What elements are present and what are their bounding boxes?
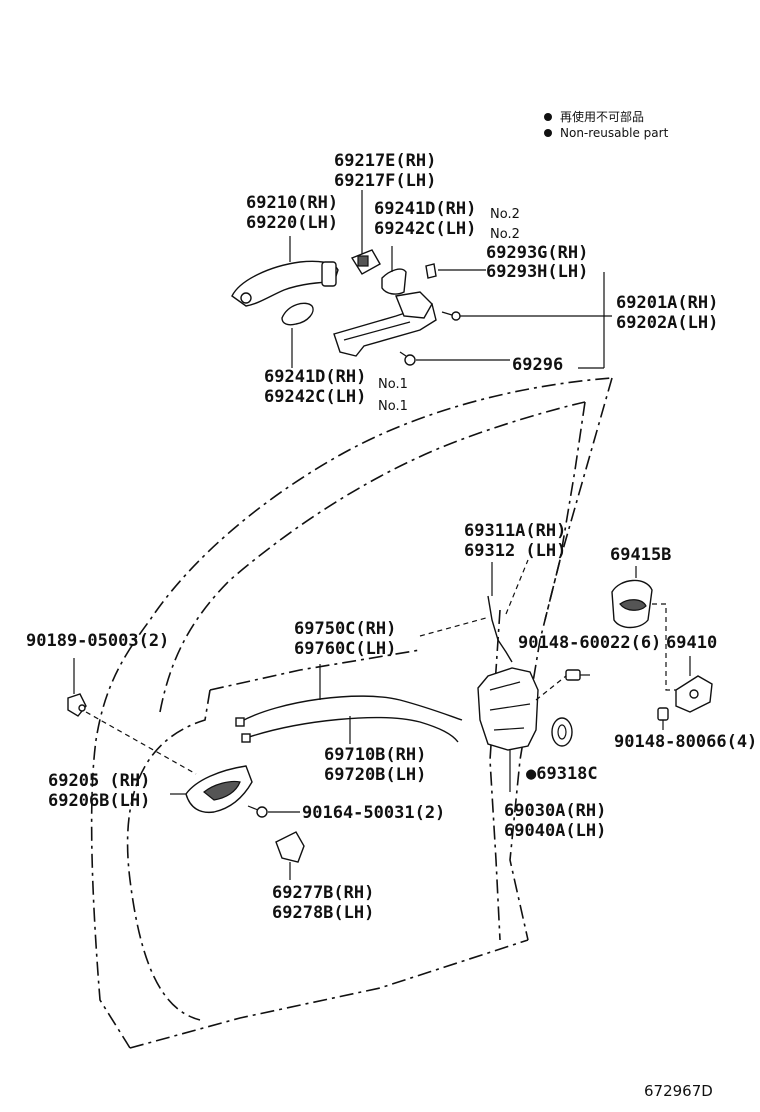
- label-90189: 90189-05003(2): [26, 631, 169, 651]
- label-no1-b: No.1: [378, 399, 408, 414]
- clip-69293: [425, 263, 437, 279]
- label-no1-a: No.1: [378, 377, 408, 392]
- handle-pad: [350, 249, 381, 275]
- leaders-top: [289, 190, 612, 369]
- label-69410: 69410: [666, 633, 717, 653]
- label-69217F: 69217F(LH): [334, 171, 436, 191]
- label-69241D-no1: 69241D(RH): [264, 367, 366, 387]
- label-69312: 69312 (LH): [464, 541, 566, 561]
- label-90148-60022: 90148-60022(6): [518, 633, 661, 653]
- door-lock: [477, 667, 539, 792]
- pad-no2: [381, 268, 407, 295]
- label-69296: 69296: [512, 355, 563, 375]
- label-69210: 69210(RH): [246, 193, 338, 213]
- legend-line-2: Non-reusable part: [560, 126, 669, 140]
- cables: [235, 617, 487, 744]
- door-outline: [90, 377, 613, 1049]
- screw-69296: [399, 351, 416, 366]
- label-69217E: 69217E(RH): [334, 151, 436, 171]
- label-69040A: 69040A(LH): [504, 821, 606, 841]
- label-69220: 69220(LH): [246, 213, 338, 233]
- diagram-code: 672967D: [644, 1082, 713, 1100]
- label-69750C: 69750C(RH): [294, 619, 396, 639]
- label-69318C: ●69318C: [526, 764, 598, 784]
- legend-bullet-2: [544, 129, 552, 137]
- bolt-frame: [441, 311, 461, 321]
- label-69277B: 69277B(RH): [272, 883, 374, 903]
- label-90164: 90164-50031(2): [302, 803, 445, 823]
- label-69760C: 69760C(LH): [294, 639, 396, 659]
- label-no2-b: No.2: [490, 227, 520, 242]
- label-69202A: 69202A(LH): [616, 313, 718, 333]
- label-69278B: 69278B(LH): [272, 903, 374, 923]
- screw-90164: [247, 805, 300, 818]
- outside-handle: [231, 260, 339, 307]
- screw-90148-60022: [565, 669, 590, 681]
- legend-bullet-1: [544, 113, 552, 121]
- label-69311A: 69311A(RH): [464, 521, 566, 541]
- screw-90148-80066: [657, 707, 669, 730]
- label-69293G: 69293G(RH): [486, 243, 588, 263]
- label-69720B: 69720B(LH): [324, 765, 426, 785]
- legend-line-1: 再使用不可部品: [560, 109, 644, 124]
- grommet-69318C: [551, 717, 573, 747]
- dash-lock-screw: [535, 675, 567, 701]
- label-90148-80066: 90148-80066(4): [614, 732, 757, 752]
- grommet-inner: [557, 724, 567, 740]
- clip-90189: [67, 658, 197, 775]
- inside-handle: [170, 765, 253, 814]
- legend: 再使用不可部品 Non-reusable part: [544, 109, 669, 140]
- handle-cover: [275, 831, 305, 880]
- label-69205: 69205 (RH): [48, 771, 150, 791]
- pad-no1: [281, 302, 314, 326]
- striker: [652, 603, 713, 713]
- label-69415B: 69415B: [610, 545, 671, 565]
- label-no2-a: No.2: [490, 207, 520, 222]
- label-69710B: 69710B(RH): [324, 745, 426, 765]
- handle-frame: [333, 291, 437, 357]
- label-69242C-no2: 69242C(LH): [374, 219, 476, 239]
- part-labels: 69217E(RH) 69217F(LH) 69210(RH) 69220(LH…: [26, 151, 757, 923]
- lock-rod: [487, 559, 529, 663]
- striker-cover: [611, 566, 653, 629]
- label-69030A: 69030A(RH): [504, 801, 606, 821]
- label-69201A: 69201A(RH): [616, 293, 718, 313]
- label-69293H: 69293H(LH): [486, 262, 588, 282]
- label-69241D-no2: 69241D(RH): [374, 199, 476, 219]
- label-69206B: 69206B(LH): [48, 791, 150, 811]
- label-69242C-no1: 69242C(LH): [264, 387, 366, 407]
